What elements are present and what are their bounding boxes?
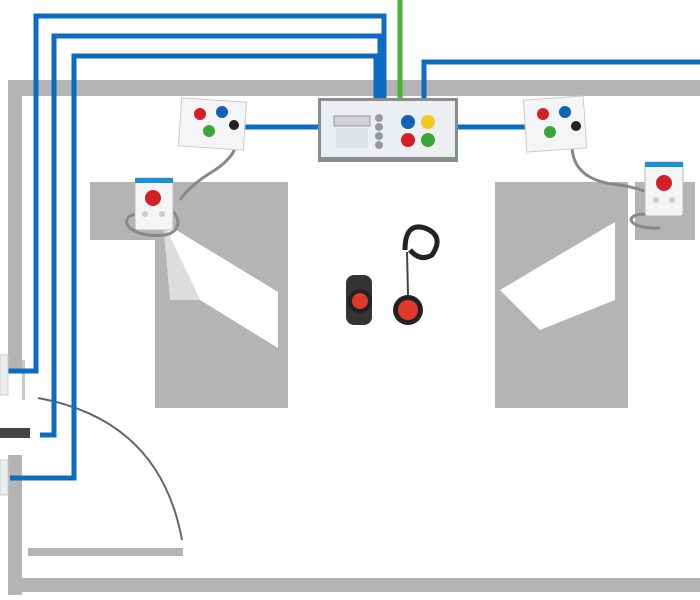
reset-button-device (0, 459, 9, 496)
corridor-lamp-device (0, 354, 9, 396)
nurse-call-central-unit-icon[interactable] (318, 98, 458, 162)
door-contact-device (0, 428, 30, 438)
bed-right (495, 182, 695, 408)
bus-cables (5, 13, 700, 481)
wrist-call-button-icon[interactable] (346, 275, 372, 325)
wall-call-panel-left[interactable] (177, 97, 248, 151)
neck-call-pendant-icon[interactable] (393, 224, 440, 325)
pull-cord-pendant-left[interactable] (134, 177, 174, 231)
bed-left (90, 182, 288, 408)
pull-cord-pendant-right[interactable] (644, 161, 684, 217)
door-swing-icon (37, 397, 183, 541)
room-walls (8, 80, 700, 595)
wall-call-panel-right[interactable] (522, 95, 588, 153)
